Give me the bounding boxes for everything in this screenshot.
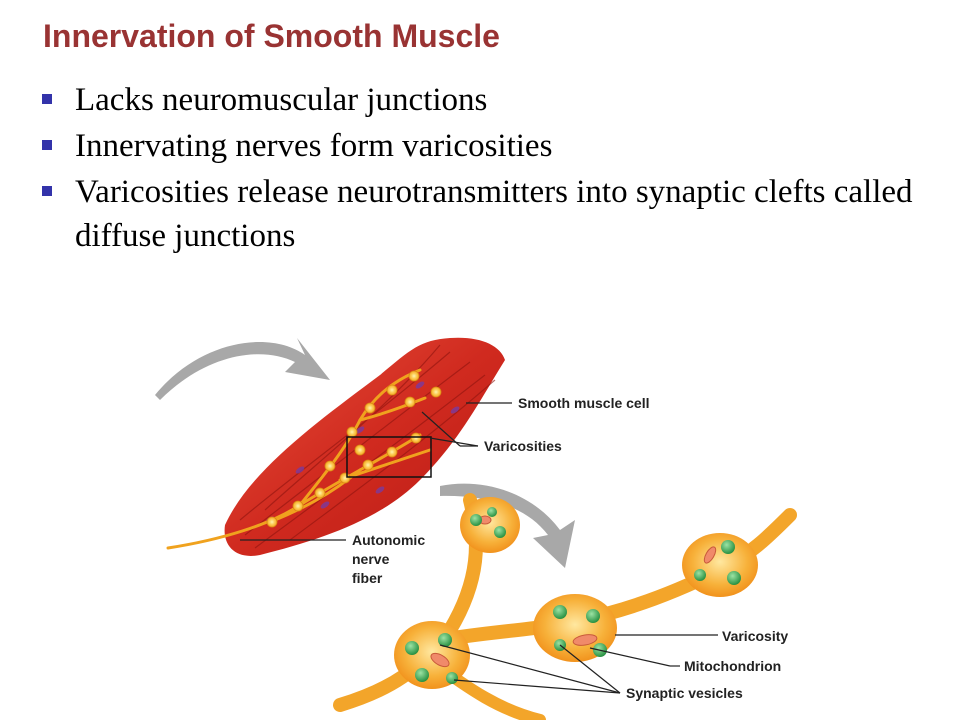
label-mitochondrion: Mitochondrion xyxy=(684,658,781,674)
bullet-text: Varicosities release neurotransmitters i… xyxy=(75,174,913,254)
square-bullet-icon xyxy=(42,186,52,196)
bullet-list: Lacks neuromuscular junctions Innervatin… xyxy=(40,78,920,260)
bullet-item: Varicosities release neurotransmitters i… xyxy=(40,170,920,258)
label-varicosities: Varicosities xyxy=(484,438,562,454)
varicosity-bulb xyxy=(460,497,520,553)
label-autonomic-nerve-fiber-2: nerve xyxy=(352,551,390,567)
label-varicosity: Varicosity xyxy=(722,628,788,644)
slide-title: Innervation of Smooth Muscle xyxy=(43,18,500,54)
bullet-item: Innervating nerves form varicosities xyxy=(40,124,920,168)
square-bullet-icon xyxy=(42,94,52,104)
varicosity-nodes xyxy=(266,370,442,528)
bullet-item: Lacks neuromuscular junctions xyxy=(40,78,920,122)
bullet-text: Innervating nerves form varicosities xyxy=(75,128,553,164)
label-smooth-muscle-cell: Smooth muscle cell xyxy=(518,395,649,411)
magnification-box xyxy=(346,436,432,478)
curved-arrow-icon xyxy=(155,338,330,400)
curved-arrow-icon xyxy=(440,483,575,568)
label-autonomic-nerve-fiber-1: Autonomic xyxy=(352,532,425,548)
label-synaptic-vesicles: Synaptic vesicles xyxy=(626,685,743,701)
enlarged-nerve-fiber xyxy=(333,493,797,720)
bullet-text: Lacks neuromuscular junctions xyxy=(75,82,488,118)
varicosity-bulb xyxy=(682,533,758,597)
mitochondrion-icon xyxy=(430,515,717,668)
square-bullet-icon xyxy=(42,140,52,150)
synaptic-vesicle-icons xyxy=(405,507,741,684)
label-autonomic-nerve-fiber-3: fiber xyxy=(352,570,383,586)
